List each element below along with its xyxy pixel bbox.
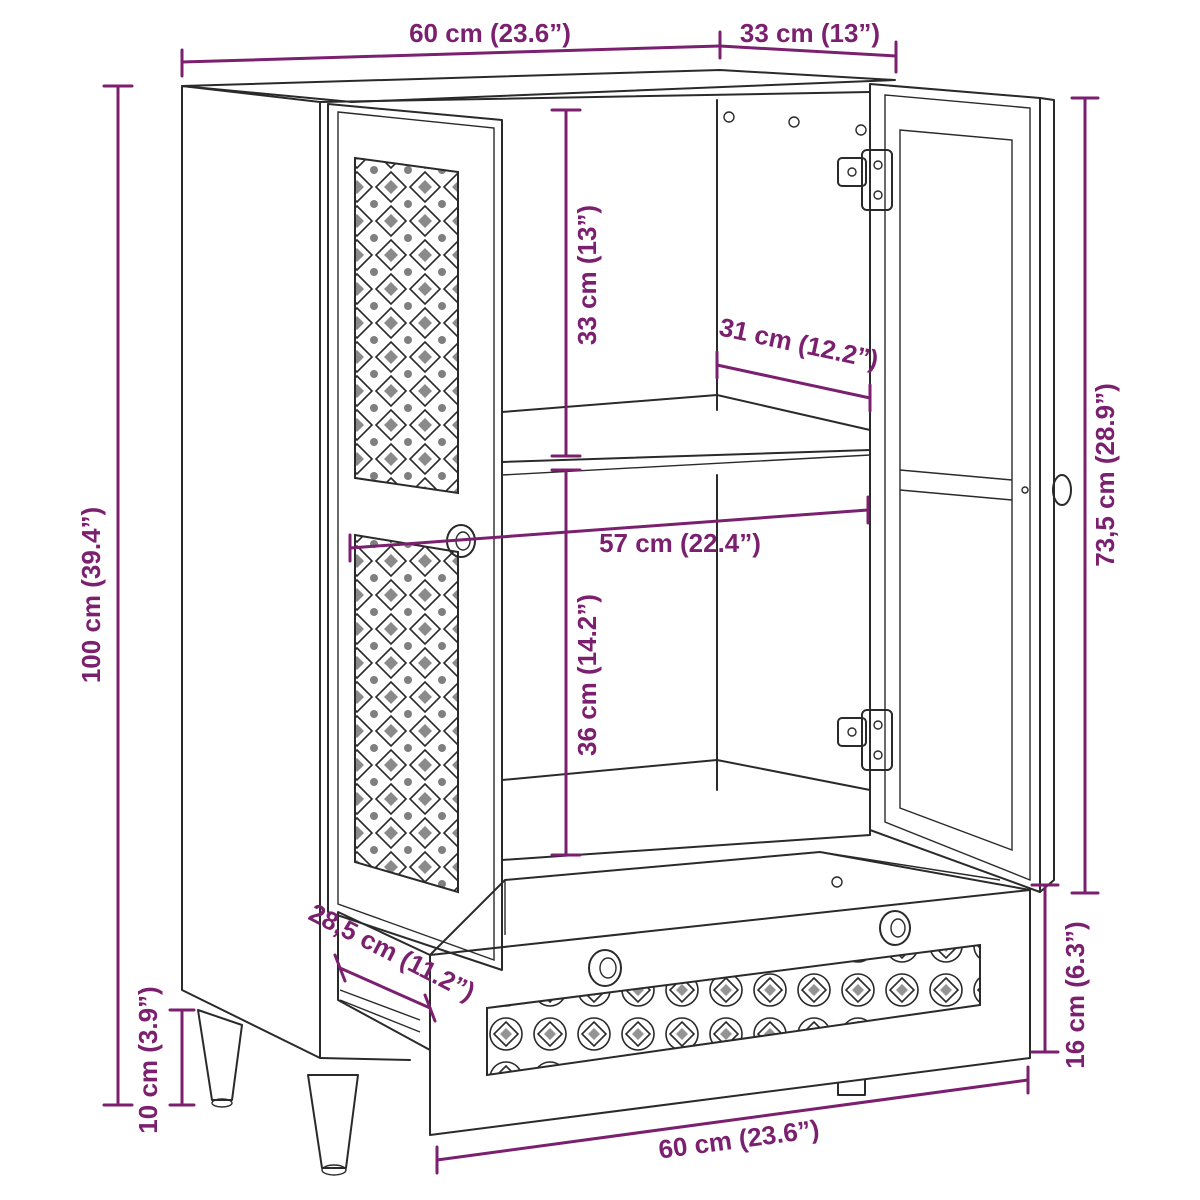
lower-hinge-icon [837, 709, 893, 771]
drawer-knob-back [879, 910, 911, 946]
shelf-depth-label: 31 cm (12.2”) [717, 312, 882, 375]
top-depth-label: 33 cm (13”) [740, 18, 880, 48]
cabinet-body [181, 69, 896, 1059]
right-door [837, 83, 1072, 893]
upper-hinge-icon [837, 149, 893, 211]
lower-shelf-height-label: 36 cm (14.2”) [572, 594, 602, 756]
dimension-lines [102, 30, 1100, 1175]
inner-width-label: 57 cm (22.4”) [599, 528, 761, 558]
left-door-lower-lattice-panel [354, 533, 459, 894]
drawer [319, 851, 1031, 1136]
door-height-label: 73,5 cm (28.9”) [1090, 383, 1120, 567]
total-height-label: 100 cm (39.4”) [76, 507, 106, 683]
leg-height-label: 10 cm (3.9”) [133, 986, 163, 1133]
drawer-lattice-panel [486, 943, 981, 1077]
drawer-knob-front [588, 949, 622, 987]
right-door-knob [1052, 474, 1072, 506]
left-door-upper-lattice-panel [354, 156, 459, 495]
top-width-label: 60 cm (23.6”) [409, 18, 571, 48]
left-door [327, 103, 503, 971]
drawer-height-label: 16 cm (6.3”) [1060, 921, 1090, 1068]
bottom-width-label: 60 cm (23.6”) [657, 1114, 821, 1165]
cabinet-legs [197, 1009, 359, 1176]
upper-shelf-height-label: 33 cm (13”) [572, 205, 602, 345]
